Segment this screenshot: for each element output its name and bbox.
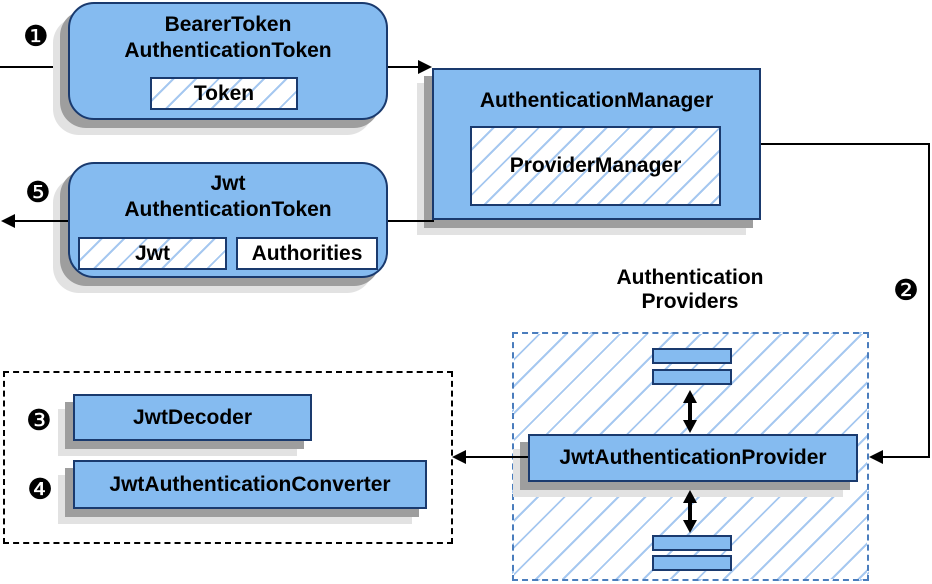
- provider-stack-bar-bottom-1: [652, 535, 732, 551]
- arrowhead-into-manager: [418, 60, 432, 74]
- authentication-providers-group: JwtAuthenticationProvider: [512, 332, 869, 581]
- bearer-token-node-title: BearerToken AuthenticationToken: [70, 12, 386, 64]
- bearer-token-title-line2: AuthenticationToken: [124, 39, 332, 62]
- jwt-decoder-node: JwtDecoder: [73, 394, 312, 441]
- flow-line-step2-vertical: [928, 143, 930, 458]
- jwt-authentication-token-node: Jwt AuthenticationToken Jwt Authorities: [68, 162, 388, 278]
- jwt-authentication-converter-title: JwtAuthenticationConverter: [109, 472, 391, 496]
- jwt-authentication-provider-node: JwtAuthenticationProvider: [528, 434, 858, 482]
- flow-line-response-out: [13, 220, 68, 222]
- flow-line-step2-horizontal-bottom: [883, 456, 930, 458]
- jwt-helpers-group: [3, 371, 453, 544]
- authentication-manager-node: AuthenticationManager ProviderManager: [432, 68, 761, 220]
- step-2-marker: ❷: [893, 273, 919, 307]
- jwt-token-title-line2: AuthenticationToken: [124, 198, 332, 221]
- authentication-providers-label: Authentication Providers: [565, 266, 815, 314]
- double-arrow-stem: [688, 499, 692, 524]
- authorities-field-label: Authorities: [251, 241, 363, 265]
- step-3-marker: ❸: [26, 403, 52, 437]
- jwt-field-label: Jwt: [134, 241, 170, 265]
- flow-line-request-in: [0, 66, 68, 68]
- arrowhead-up-icon: [683, 390, 697, 403]
- jwt-decoder-title: JwtDecoder: [132, 405, 253, 429]
- provider-stack-bar-bottom-2: [652, 555, 732, 571]
- token-field: Token: [150, 77, 298, 110]
- jwt-token-title-line1: Jwt: [210, 172, 246, 195]
- provider-stack-bar-top-1: [652, 348, 732, 364]
- arrowhead-down-icon: [683, 520, 697, 533]
- authorities-field: Authorities: [236, 237, 378, 270]
- step-1-marker: ❶: [23, 19, 49, 53]
- flow-line-step2-horizontal-top: [761, 143, 930, 145]
- arrowhead-up-icon: [683, 490, 697, 503]
- authentication-manager-title: AuthenticationManager: [479, 89, 714, 112]
- flow-line-manager-to-jwt-token: [388, 220, 434, 222]
- provider-stack-bar-top-2: [652, 369, 732, 385]
- provider-manager-label: ProviderManager: [509, 154, 682, 177]
- bearer-token-title-line1: BearerToken: [164, 13, 292, 36]
- jwt-authentication-converter-node: JwtAuthenticationConverter: [73, 460, 427, 509]
- token-field-label: Token: [193, 81, 255, 105]
- jwt-authentication-provider-title: JwtAuthenticationProvider: [559, 446, 827, 469]
- flow-line-bearer-to-manager: [388, 66, 422, 68]
- double-arrow-stem: [688, 399, 692, 424]
- arrowhead-down-icon: [683, 420, 697, 433]
- jwt-token-node-title: Jwt AuthenticationToken: [70, 171, 386, 223]
- providers-label-line2: Providers: [641, 290, 739, 313]
- step-5-marker: ❺: [25, 175, 51, 209]
- providers-label-line1: Authentication: [616, 266, 764, 289]
- step-4-marker: ❹: [27, 472, 53, 506]
- bearer-token-authentication-token-node: BearerToken AuthenticationToken Token: [68, 2, 388, 120]
- double-arrow-top: [683, 390, 697, 433]
- provider-manager-field: ProviderManager: [470, 126, 721, 206]
- double-arrow-bottom: [683, 490, 697, 533]
- arrowhead-into-helpers: [452, 450, 466, 464]
- jwt-field: Jwt: [78, 237, 227, 270]
- arrowhead-response-out: [1, 214, 15, 228]
- flow-line-provider-to-helpers: [466, 456, 528, 458]
- arrowhead-into-providers: [869, 450, 883, 464]
